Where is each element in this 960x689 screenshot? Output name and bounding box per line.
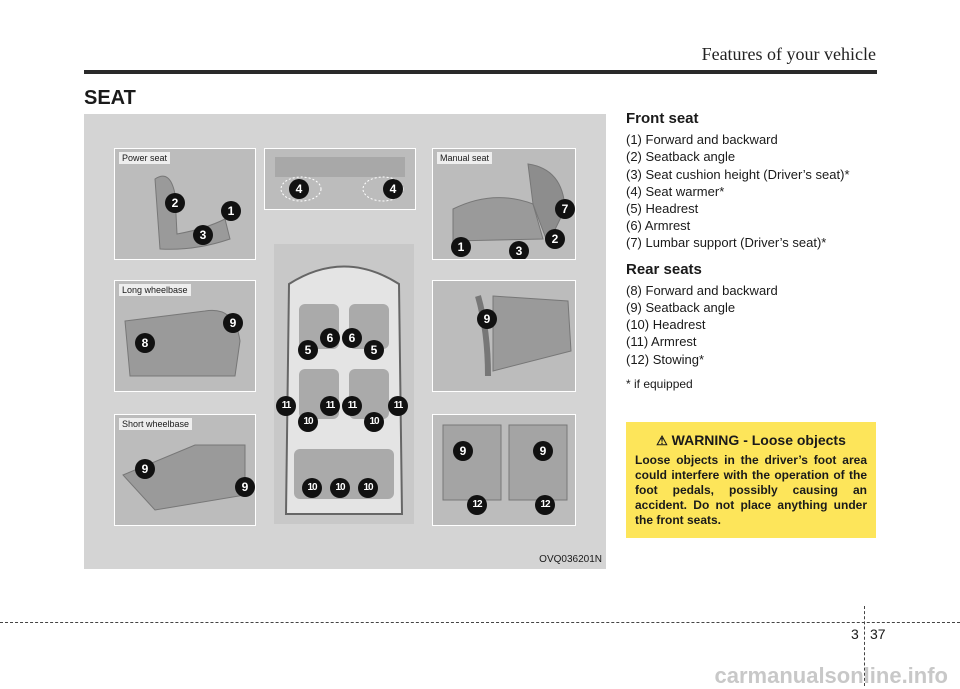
dashboard-panel: 4 4 bbox=[264, 148, 416, 210]
badge-9: 9 bbox=[533, 441, 553, 461]
rear-seat-side-illustration bbox=[433, 281, 575, 391]
badge-5: 5 bbox=[298, 340, 318, 360]
list-item: (5) Headrest bbox=[626, 200, 886, 217]
list-item: (9) Seatback angle bbox=[626, 299, 886, 316]
badge-11: 11 bbox=[342, 396, 362, 416]
footnote: * if equipped bbox=[626, 376, 886, 393]
warning-title: Loose objects bbox=[752, 432, 846, 448]
warning-label: WARNING - bbox=[672, 432, 748, 448]
short-wheelbase-panel: Short wheelbase 9 9 bbox=[114, 414, 256, 526]
badge-6: 6 bbox=[320, 328, 340, 348]
badge-12: 12 bbox=[467, 495, 487, 515]
badge-3: 3 bbox=[193, 225, 213, 245]
warning-box: ⚠ WARNING - Loose objects Loose objects … bbox=[626, 422, 876, 538]
list-item: (6) Armrest bbox=[626, 217, 886, 234]
warning-heading: ⚠ WARNING - Loose objects bbox=[626, 432, 876, 449]
header-rule bbox=[84, 70, 877, 74]
badge-10: 10 bbox=[364, 412, 384, 432]
badge-9: 9 bbox=[235, 477, 255, 497]
long-wheelbase-label: Long wheelbase bbox=[119, 284, 191, 296]
list-item: (4) Seat warmer* bbox=[626, 183, 886, 200]
rear-seat-back-panel: 9 9 12 12 bbox=[432, 414, 576, 526]
list-item: (8) Forward and backward bbox=[626, 282, 886, 299]
badge-2: 2 bbox=[545, 229, 565, 249]
badge-4: 4 bbox=[383, 179, 403, 199]
seat-diagram: Power seat 2 1 3 4 4 Manual seat 7 1 3 2… bbox=[84, 114, 606, 569]
badge-2: 2 bbox=[165, 193, 185, 213]
power-seat-panel: Power seat 2 1 3 bbox=[114, 148, 256, 260]
badge-10: 10 bbox=[302, 478, 322, 498]
header-title: Features of your vehicle bbox=[702, 44, 876, 65]
badge-7: 7 bbox=[555, 199, 575, 219]
list-item: (12) Stowing* bbox=[626, 351, 886, 368]
list-item: (7) Lumbar support (Driver’s seat)* bbox=[626, 234, 886, 251]
warning-body: Loose objects in the driver’s foot area … bbox=[635, 453, 867, 528]
rear-seats-list: (8) Forward and backward (9) Seatback an… bbox=[626, 282, 886, 368]
footer-rule bbox=[0, 622, 960, 623]
badge-12: 12 bbox=[535, 495, 555, 515]
badge-1: 1 bbox=[451, 237, 471, 257]
badge-4: 4 bbox=[289, 179, 309, 199]
list-item: (10) Headrest bbox=[626, 316, 886, 333]
list-item: (2) Seatback angle bbox=[626, 148, 886, 165]
list-item: (3) Seat cushion height (Driver’s seat)* bbox=[626, 166, 886, 183]
badge-10: 10 bbox=[298, 412, 318, 432]
badge-10: 10 bbox=[330, 478, 350, 498]
rear-seat-side-panel: 9 bbox=[432, 280, 576, 392]
short-wheelbase-label: Short wheelbase bbox=[119, 418, 192, 430]
badge-3: 3 bbox=[509, 241, 529, 260]
manual-seat-panel: Manual seat 7 1 3 2 bbox=[432, 148, 576, 260]
front-seat-heading: Front seat bbox=[626, 110, 886, 127]
badge-8: 8 bbox=[135, 333, 155, 353]
seat-legend: Front seat (1) Forward and backward (2) … bbox=[626, 110, 886, 393]
section-title: SEAT bbox=[84, 87, 136, 110]
power-seat-label: Power seat bbox=[119, 152, 170, 164]
badge-1: 1 bbox=[221, 201, 241, 221]
page-number: 37 bbox=[870, 626, 886, 642]
badge-9: 9 bbox=[453, 441, 473, 461]
badge-11: 11 bbox=[276, 396, 296, 416]
long-wheelbase-panel: Long wheelbase 9 8 bbox=[114, 280, 256, 392]
page-section: 3 bbox=[851, 626, 859, 642]
list-item: (11) Armrest bbox=[626, 333, 886, 350]
watermark: carmanualsonline.info bbox=[715, 663, 949, 689]
figure-code: OVQ036201N bbox=[539, 554, 602, 565]
badge-9: 9 bbox=[477, 309, 497, 329]
badge-10: 10 bbox=[358, 478, 378, 498]
badge-11: 11 bbox=[320, 396, 340, 416]
manual-seat-label: Manual seat bbox=[437, 152, 492, 164]
rear-seats-heading: Rear seats bbox=[626, 261, 886, 278]
badge-5: 5 bbox=[364, 340, 384, 360]
badge-9: 9 bbox=[223, 313, 243, 333]
badge-6: 6 bbox=[342, 328, 362, 348]
badge-9: 9 bbox=[135, 459, 155, 479]
warning-triangle-icon: ⚠ bbox=[656, 433, 668, 448]
list-item: (1) Forward and backward bbox=[626, 131, 886, 148]
vehicle-top-view: 6 6 5 5 11 11 11 11 10 10 10 10 10 bbox=[274, 244, 414, 524]
badge-11: 11 bbox=[388, 396, 408, 416]
front-seat-list: (1) Forward and backward (2) Seatback an… bbox=[626, 131, 886, 251]
